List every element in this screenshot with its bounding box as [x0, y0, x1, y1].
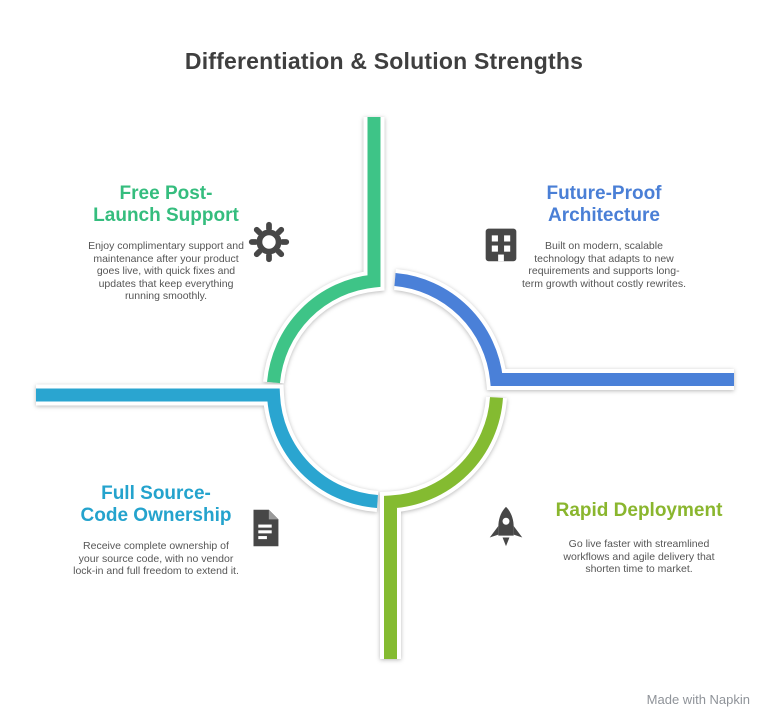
watermark: Made with Napkin — [646, 692, 750, 707]
quadrant-heading: Code Ownership — [80, 505, 232, 526]
green-arm-arc — [267, 117, 381, 384]
document-icon — [242, 505, 288, 551]
quadrant-heading: Rapid Deployment — [555, 500, 723, 521]
quadrant-description: Enjoy complimentary support and maintena… — [88, 240, 244, 302]
quadrant-description: Go live faster with streamlined workflow… — [563, 538, 715, 575]
lime-arm-arc — [384, 396, 503, 659]
quadrant-future-proof-architecture: Future-Proof Architecture Built on moder… — [508, 183, 700, 290]
quadrant-free-post-launch-support: Free Post- Launch Support Enjoy complime… — [70, 183, 262, 303]
page-title: Differentiation & Solution Strengths — [184, 48, 584, 74]
quadrant-rapid-deployment: Rapid Deployment Go live faster with str… — [543, 500, 735, 576]
quadrant-heading: Free Post- — [119, 183, 213, 204]
quadrant-heading: Launch Support — [93, 205, 239, 226]
quadrant-full-source-code-ownership: Full Source- Code Ownership Receive comp… — [60, 483, 252, 578]
building-icon — [478, 221, 524, 267]
blue-arm-arc — [394, 273, 734, 386]
quadrant-description: Built on modern, scalable technology tha… — [522, 240, 686, 290]
rocket-icon — [483, 504, 529, 550]
gear-icon — [246, 219, 292, 265]
quadrant-description: Receive complete ownership of your sourc… — [73, 540, 239, 577]
quadrant-heading: Full Source- — [101, 483, 211, 504]
teal-arm-arc — [36, 388, 379, 508]
quadrant-heading: Future-Proof — [546, 183, 662, 204]
quadrant-heading: Architecture — [548, 205, 660, 226]
arc-strokes — [36, 117, 734, 659]
